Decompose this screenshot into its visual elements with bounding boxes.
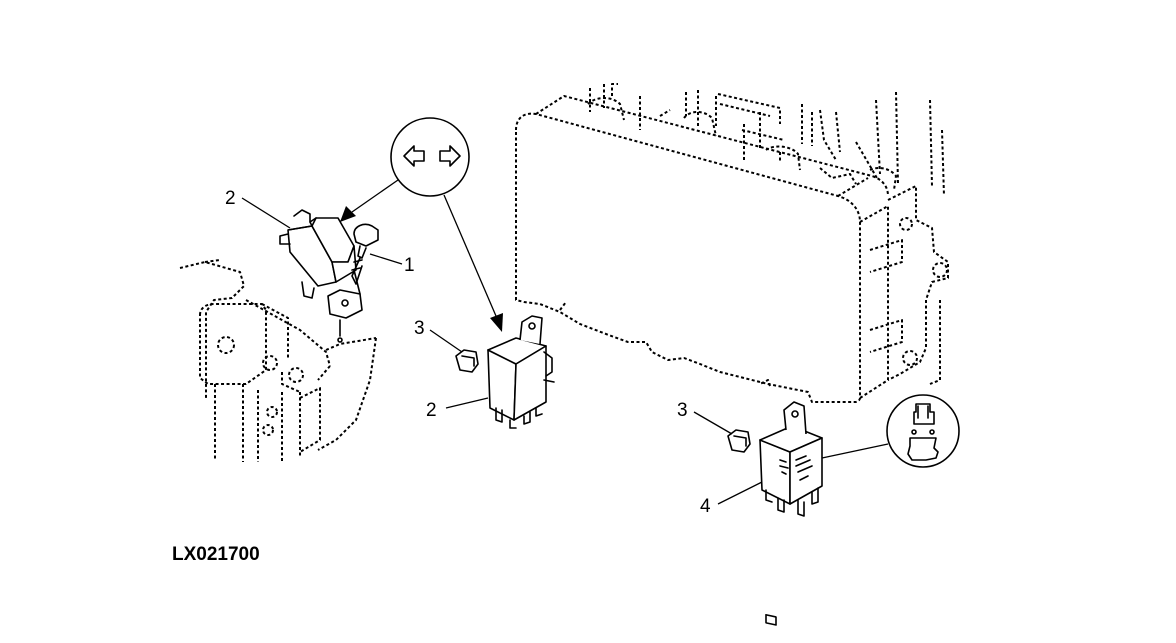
left-right-arrows-icon <box>403 145 461 167</box>
callout-1: 1 <box>404 255 415 276</box>
callout-4: 4 <box>700 496 711 517</box>
component-2-upper <box>279 209 379 343</box>
callout-2-middle: 2 <box>426 400 437 421</box>
direction-indicator-detail <box>390 117 470 197</box>
leader-lines <box>241 197 763 505</box>
arrowhead-middle <box>490 313 503 332</box>
arrowhead-upper <box>340 206 356 222</box>
nut-3-middle <box>455 349 479 373</box>
callout-3-right: 3 <box>677 400 688 421</box>
tractor-trailer-icon <box>907 403 939 461</box>
hazard-symbol-circle <box>886 394 960 468</box>
callout-3-middle: 3 <box>414 318 425 339</box>
control-unit-housing-background <box>515 83 949 403</box>
pointer-arrows <box>340 179 889 459</box>
callout-2-upper: 2 <box>225 188 236 209</box>
tractor-frame-background <box>179 259 377 462</box>
callout-labels: 2 1 3 2 3 4 <box>225 188 711 517</box>
hazard-symbol-detail <box>886 394 960 468</box>
direction-indicator-circle <box>390 117 470 197</box>
component-2-middle <box>487 315 555 429</box>
component-4-relay <box>759 401 823 626</box>
nut-3-right <box>727 429 751 453</box>
figure-id-label: LX021700 <box>172 544 260 565</box>
